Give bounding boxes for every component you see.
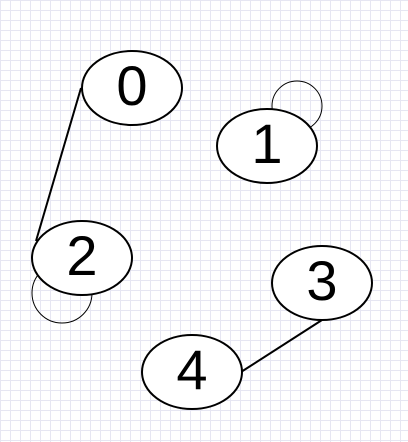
node-0: 0 [81, 50, 183, 126]
edge-0-2 [35, 87, 82, 242]
node-shape-1 [216, 108, 318, 184]
node-label-1: 1 [251, 112, 282, 175]
node-label-4: 4 [176, 338, 207, 401]
node-label-0: 0 [116, 54, 147, 117]
node-1: 1 [216, 108, 318, 184]
node-shape-0 [81, 50, 183, 126]
node-4: 4 [141, 334, 243, 410]
edges [35, 87, 323, 373]
node-2: 2 [31, 220, 133, 296]
node-3: 3 [271, 245, 373, 321]
node-shape-4 [141, 334, 243, 410]
node-shape-3 [271, 245, 373, 321]
edge-3-4 [240, 319, 323, 373]
nodes: 0 1 2 3 4 [31, 50, 373, 410]
node-shape-2 [31, 220, 133, 296]
node-label-3: 3 [306, 249, 337, 312]
node-label-2: 2 [66, 224, 97, 287]
